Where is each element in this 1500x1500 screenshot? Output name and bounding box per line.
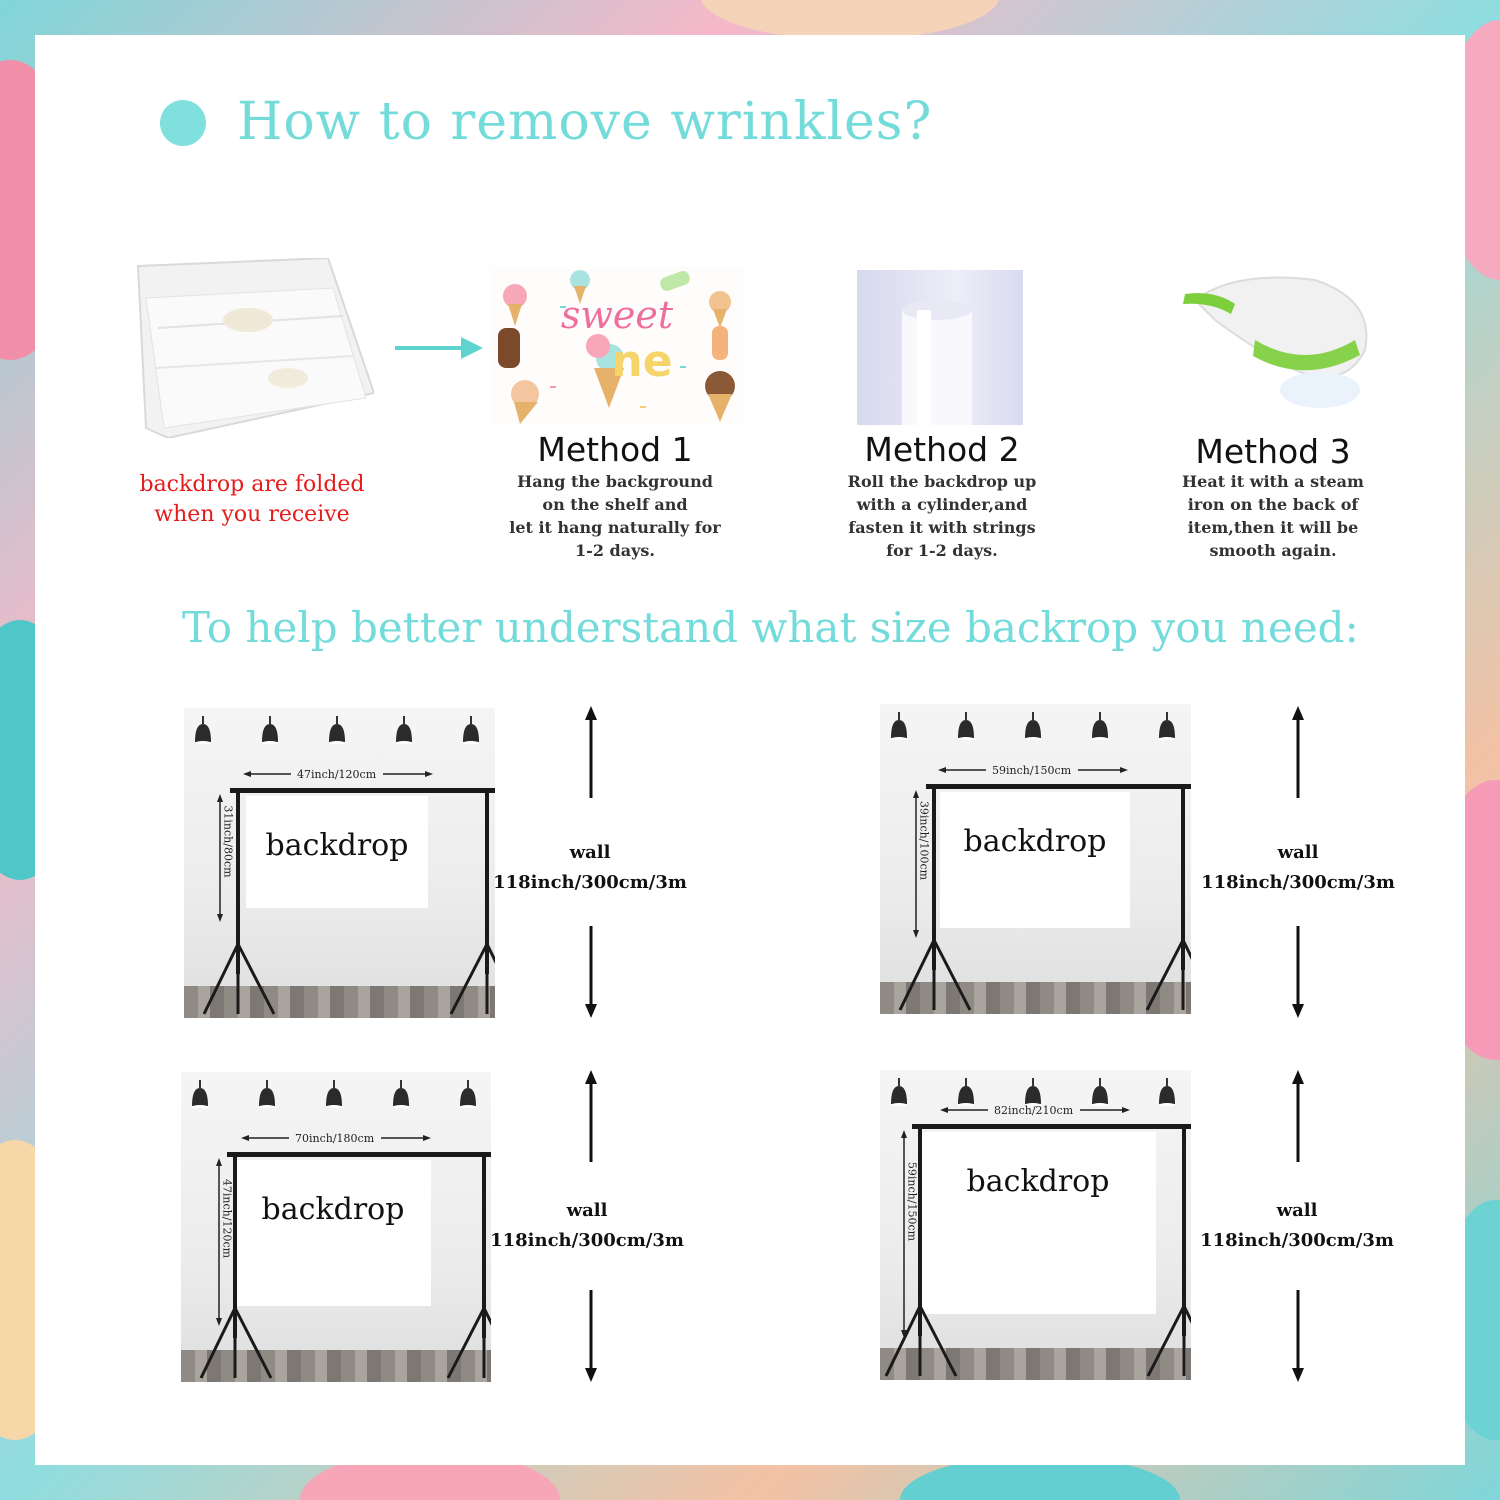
backdrop-stand (884, 1107, 1191, 1377)
ceiling-lamp-icon (462, 716, 480, 745)
wall-size: 118inch/300cm/3m (490, 1230, 684, 1251)
backdrop-size-scene: 59inch/150cm 39inch/100cm backdrop (880, 704, 1191, 1014)
method1-description: Hang the background on the shelf and let… (485, 470, 745, 562)
height-dimension-label: 47inch/120cm (220, 1178, 234, 1259)
ne-word: ne (611, 336, 672, 387)
method1-image: sweet ne (490, 266, 744, 424)
ceiling-lamp-icon (1158, 1078, 1176, 1107)
wall-size: 118inch/300cm/3m (493, 872, 687, 893)
height-dimension-label: 39inch/100cm (917, 800, 931, 881)
folded-caption: backdrop are folded when you receive (136, 470, 368, 530)
method3-line: iron on the back of (1187, 495, 1359, 514)
wall-word: wall (1277, 842, 1319, 863)
method2-line: fasten it with strings (848, 518, 1036, 537)
page-title: How to remove wrinkles? (237, 92, 933, 152)
ceiling-lamp-icon (325, 1080, 343, 1109)
method1-line: Hang the background (517, 472, 713, 491)
backdrop-size-scene: 82inch/210cm 59inch/150cm backdrop (880, 1070, 1191, 1380)
cream-blob (700, 0, 1000, 40)
ceiling-lamp-icon (395, 716, 413, 745)
wall-height-arrow-icon (585, 706, 597, 1018)
wall-height-arrow-icon (585, 1070, 597, 1382)
folded-backdrop-image (136, 258, 374, 438)
bullet-dot (160, 100, 206, 146)
backdrop-sheet (940, 792, 1130, 928)
method2-line: with a cylinder,and (856, 495, 1028, 514)
ceiling-lamp-icon (392, 1080, 410, 1109)
ceiling-lamp-icon (261, 716, 279, 745)
backdrop-stand (199, 1135, 491, 1379)
ceiling-lamp-icon (890, 1078, 908, 1107)
ceiling-lamp-icon (191, 1080, 209, 1109)
backdrop-size-scene: 47inch/120cm 31inch/80cm backdrop (184, 708, 495, 1018)
ceiling-lamp-icon (1158, 712, 1176, 741)
wooden-floor (880, 982, 1191, 1014)
wall-height-label: wall 118inch/300cm/3m (490, 838, 690, 898)
ceiling-lamp-icon (1024, 712, 1042, 741)
ceiling-lamp-icon (957, 1078, 975, 1107)
backdrop-sheet (246, 796, 428, 908)
method2-line: Roll the backdrop up (847, 472, 1037, 491)
wall-height-arrow-icon (1292, 1070, 1304, 1382)
steam-iron-icon (1183, 276, 1368, 408)
backdrop-size-scene: 70inch/180cm 47inch/120cm backdrop (181, 1072, 491, 1382)
ceiling-lamp-icon (258, 1080, 276, 1109)
backdrop-sheet (920, 1132, 1156, 1314)
size-guide-heading: To help better understand what size back… (182, 603, 1359, 652)
sweet-word: sweet (561, 293, 674, 337)
ceiling-lamp-icon (890, 712, 908, 741)
height-dimension-label: 59inch/150cm (905, 1161, 919, 1242)
wall-size: 118inch/300cm/3m (1200, 1230, 1394, 1251)
right-arrow-icon (395, 337, 483, 359)
backdrop-label: backdrop (265, 828, 409, 863)
backdrop-label: backdrop (261, 1192, 405, 1227)
method3-line: Heat it with a steam (1182, 472, 1364, 491)
wall-height-label: wall 118inch/300cm/3m (1198, 838, 1398, 898)
wall-word: wall (1276, 1200, 1318, 1221)
wooden-floor (880, 1348, 1191, 1380)
wall-word: wall (566, 1200, 608, 1221)
wall-size: 118inch/300cm/3m (1201, 872, 1395, 893)
ceiling-lamp-icon (328, 716, 346, 745)
width-dimension-label: 47inch/120cm (297, 768, 377, 781)
wall-height-label: wall 118inch/300cm/3m (1197, 1196, 1397, 1256)
method3-image (1175, 270, 1375, 412)
method2-title: Method 2 (864, 430, 1020, 469)
width-dimension-label: 82inch/210cm (994, 1104, 1074, 1117)
method3-line: smooth again. (1209, 541, 1337, 560)
method1-line: 1-2 days. (575, 541, 655, 560)
backdrop-sheet (235, 1160, 431, 1306)
method1-title: Method 1 (537, 430, 693, 469)
method1-line: let it hang naturally for (509, 518, 721, 537)
width-dimension-label: 59inch/150cm (992, 764, 1072, 777)
wall-height-label: wall 118inch/300cm/3m (487, 1196, 687, 1256)
height-dimension-label: 31inch/80cm (221, 805, 235, 878)
backdrop-label: backdrop (966, 1164, 1110, 1199)
folded-caption-line: backdrop are folded (139, 472, 365, 497)
ceiling-lamp-icon (1091, 1078, 1109, 1107)
backdrop-stand (898, 767, 1191, 1011)
folded-caption-line: when you receive (154, 502, 350, 527)
ceiling-lamp-icon (1024, 1078, 1042, 1107)
wall-word: wall (569, 842, 611, 863)
ceiling-lamp-icon (957, 712, 975, 741)
backdrop-stand (202, 771, 495, 1015)
method2-line: for 1-2 days. (886, 541, 998, 560)
method2-description: Roll the backdrop up with a cylinder,and… (812, 470, 1072, 562)
ceiling-lamp-icon (459, 1080, 477, 1109)
wall-height-arrow-icon (1292, 706, 1304, 1018)
method1-line: on the shelf and (542, 495, 688, 514)
rolled-cylinder-illustration (902, 300, 972, 425)
width-dimension-label: 70inch/180cm (295, 1132, 375, 1145)
method3-title: Method 3 (1195, 432, 1351, 471)
wooden-floor (181, 1350, 491, 1382)
method3-line: item,then it will be (1187, 518, 1359, 537)
ice-cream-backdrop-illustration: sweet ne (498, 270, 735, 424)
ceiling-lamp-icon (194, 716, 212, 745)
backdrop-label: backdrop (963, 824, 1107, 859)
ceiling-lamp-icon (1091, 712, 1109, 741)
method3-description: Heat it with a steam iron on the back of… (1143, 470, 1403, 562)
wooden-floor (184, 986, 495, 1018)
method2-image (857, 270, 1023, 425)
